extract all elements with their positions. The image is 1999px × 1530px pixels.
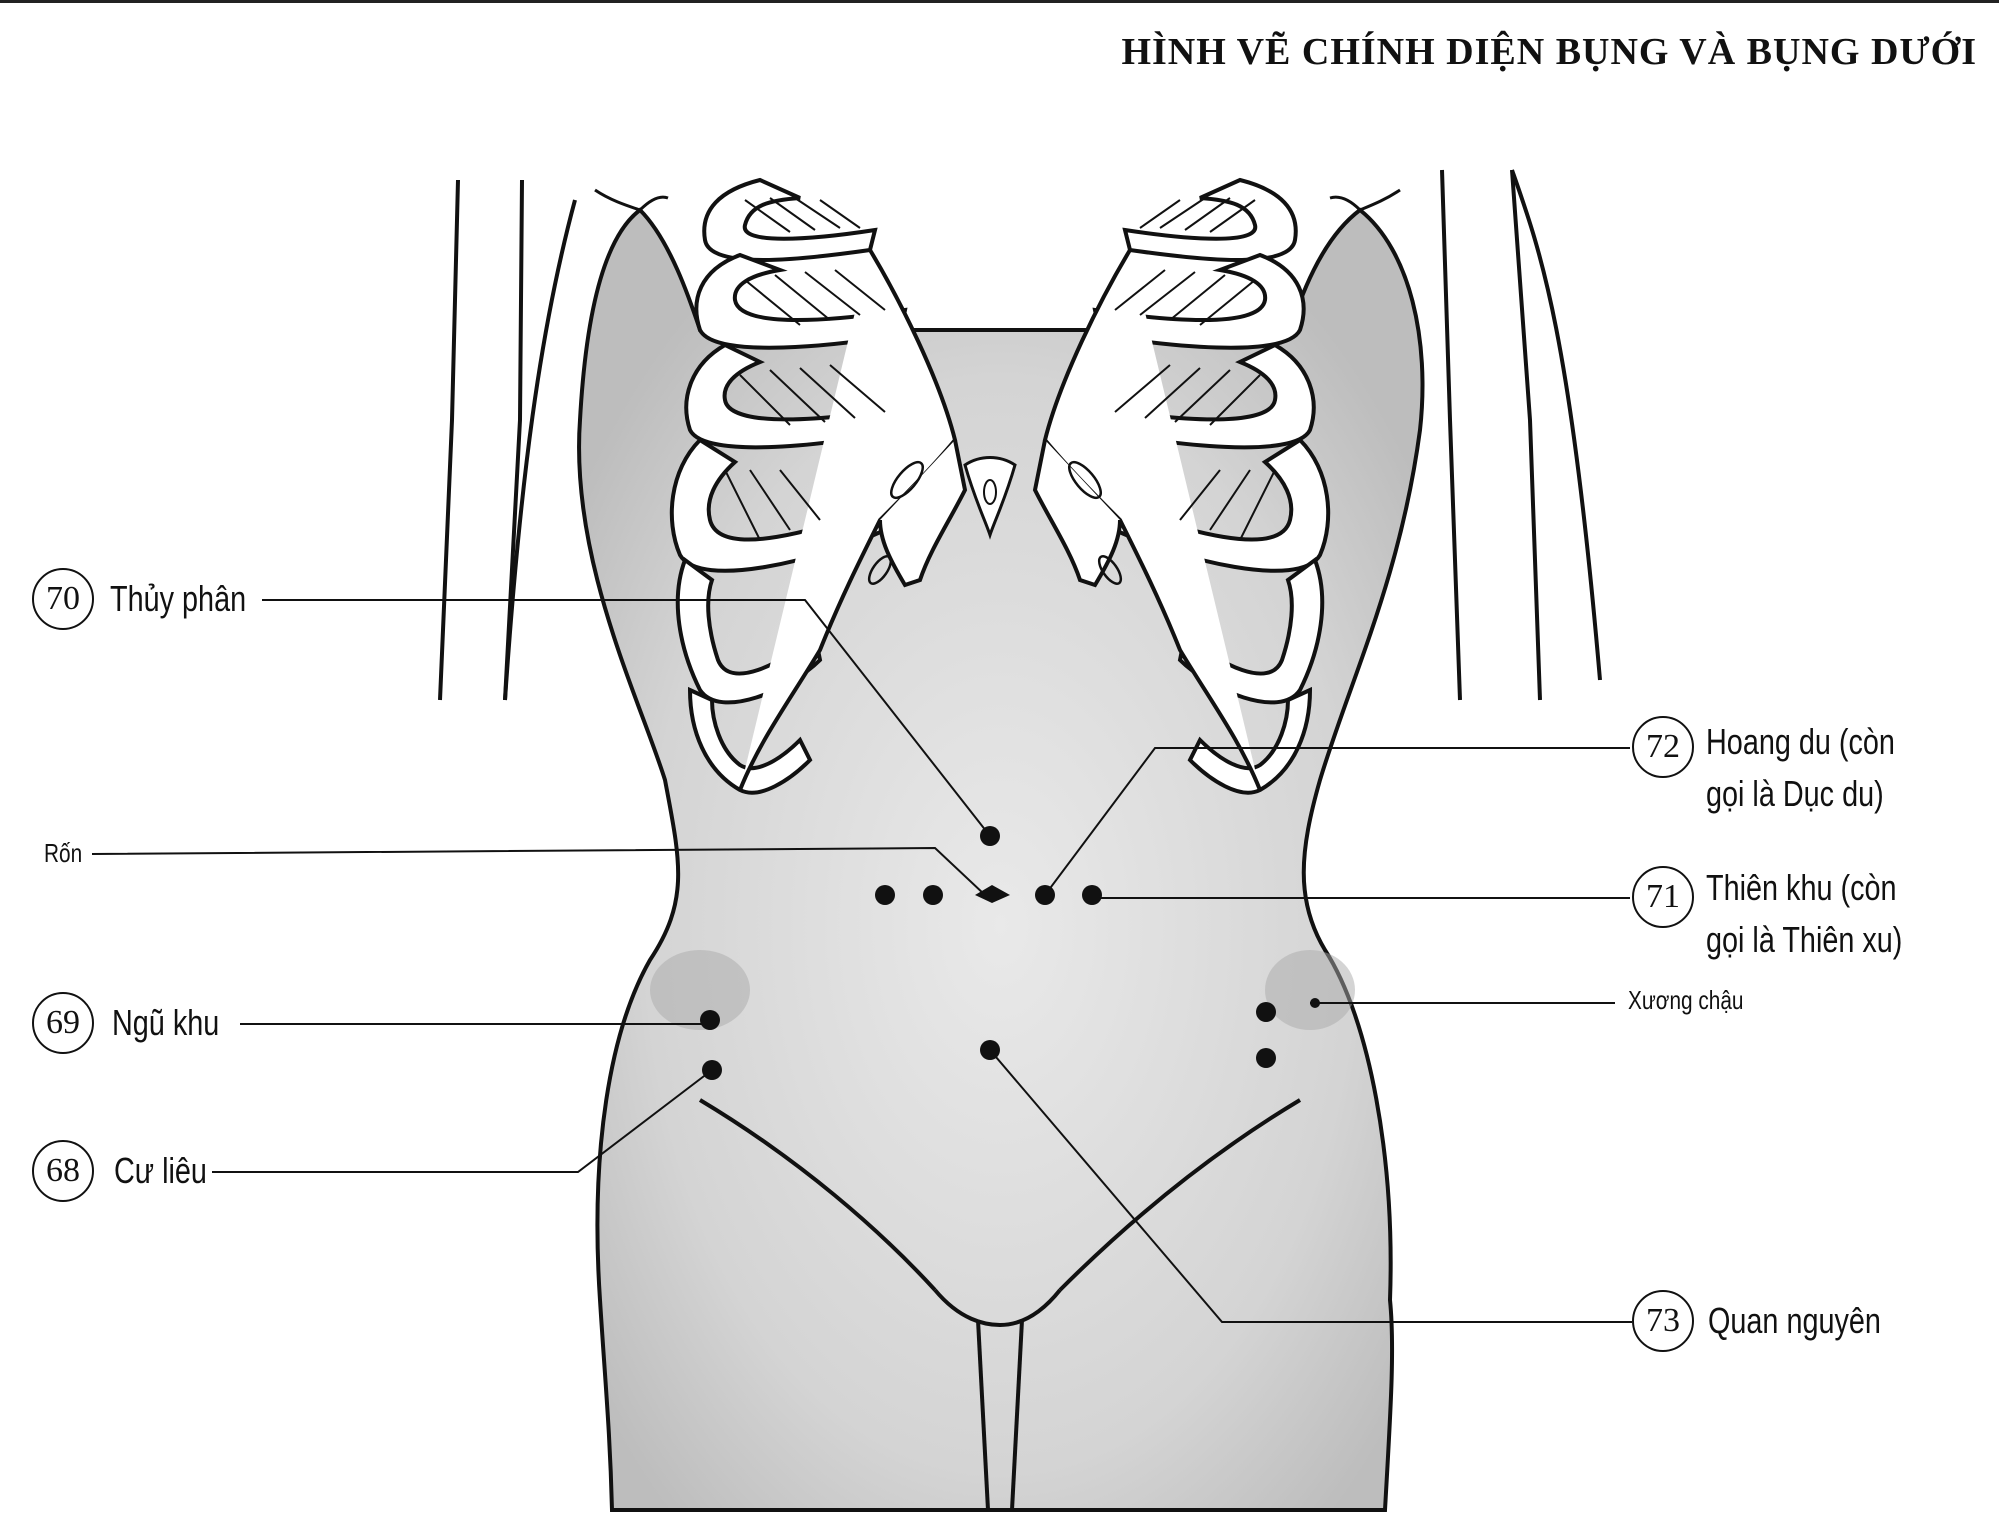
label-cu-lieu: Cư liêu — [114, 1150, 207, 1191]
leader-p73 — [989, 1049, 1632, 1323]
label-thien-khu-line2: gọi là Thiên xu) — [1706, 919, 1903, 960]
label-hoang-du-line2: gọi là Dục du) — [1706, 773, 1884, 814]
acupoints — [700, 826, 1320, 1080]
label-thien-khu: Thiên khu (còn gọi là Thiên xu) — [1706, 862, 1902, 966]
point-73 — [980, 1040, 1000, 1060]
iliac-mark — [1310, 998, 1320, 1008]
badge-72: 72 — [1632, 716, 1694, 778]
point-68-left — [702, 1060, 722, 1080]
top-rule — [0, 0, 1999, 3]
badge-71: 71 — [1632, 866, 1694, 928]
leader-p72 — [1044, 747, 1630, 896]
label-thien-khu-line1: Thiên khu (còn — [1706, 867, 1897, 908]
badge-73: 73 — [1632, 1290, 1694, 1352]
rib-cage — [669, 177, 1331, 795]
label-navel: Rốn — [44, 838, 83, 868]
point-72-right — [1035, 885, 1055, 905]
rib-hatching — [724, 197, 1276, 541]
badge-68: 68 — [32, 1140, 94, 1202]
label-iliac: Xương chậu — [1628, 985, 1744, 1015]
leader-p70 — [262, 599, 991, 837]
label-hoang-du-line1: Hoang du (còn — [1706, 721, 1895, 762]
leader-lines — [91, 599, 1632, 1323]
shoulder-lines — [594, 188, 1401, 212]
badge-70: 70 — [32, 568, 94, 630]
point-69-left — [700, 1010, 720, 1030]
point-68-right — [1256, 1048, 1276, 1068]
leader-navel — [91, 846, 986, 896]
label-quan-nguyen: Quan nguyên — [1708, 1300, 1881, 1341]
point-71-right — [1082, 885, 1102, 905]
point-69-right — [1256, 1002, 1276, 1022]
leg-lines — [698, 1098, 1302, 1511]
point-72-left — [923, 885, 943, 905]
arm-right — [1440, 169, 1602, 701]
point-70 — [980, 826, 1000, 846]
point-71-left — [875, 885, 895, 905]
navel-mark — [975, 885, 1010, 903]
label-thuy-phan: Thủy phân — [110, 578, 247, 619]
label-hoang-du: Hoang du (còn gọi là Dục du) — [1706, 716, 1895, 820]
page-title: HÌNH VẼ CHÍNH DIỆN BỤNG VÀ BỤNG DƯỚI — [1121, 31, 1977, 73]
leader-p68 — [212, 1069, 713, 1173]
xiphoid — [963, 456, 1017, 540]
arm-left — [438, 179, 577, 701]
label-ngu-khu: Ngũ khu — [112, 1002, 220, 1043]
badge-69: 69 — [32, 992, 94, 1054]
